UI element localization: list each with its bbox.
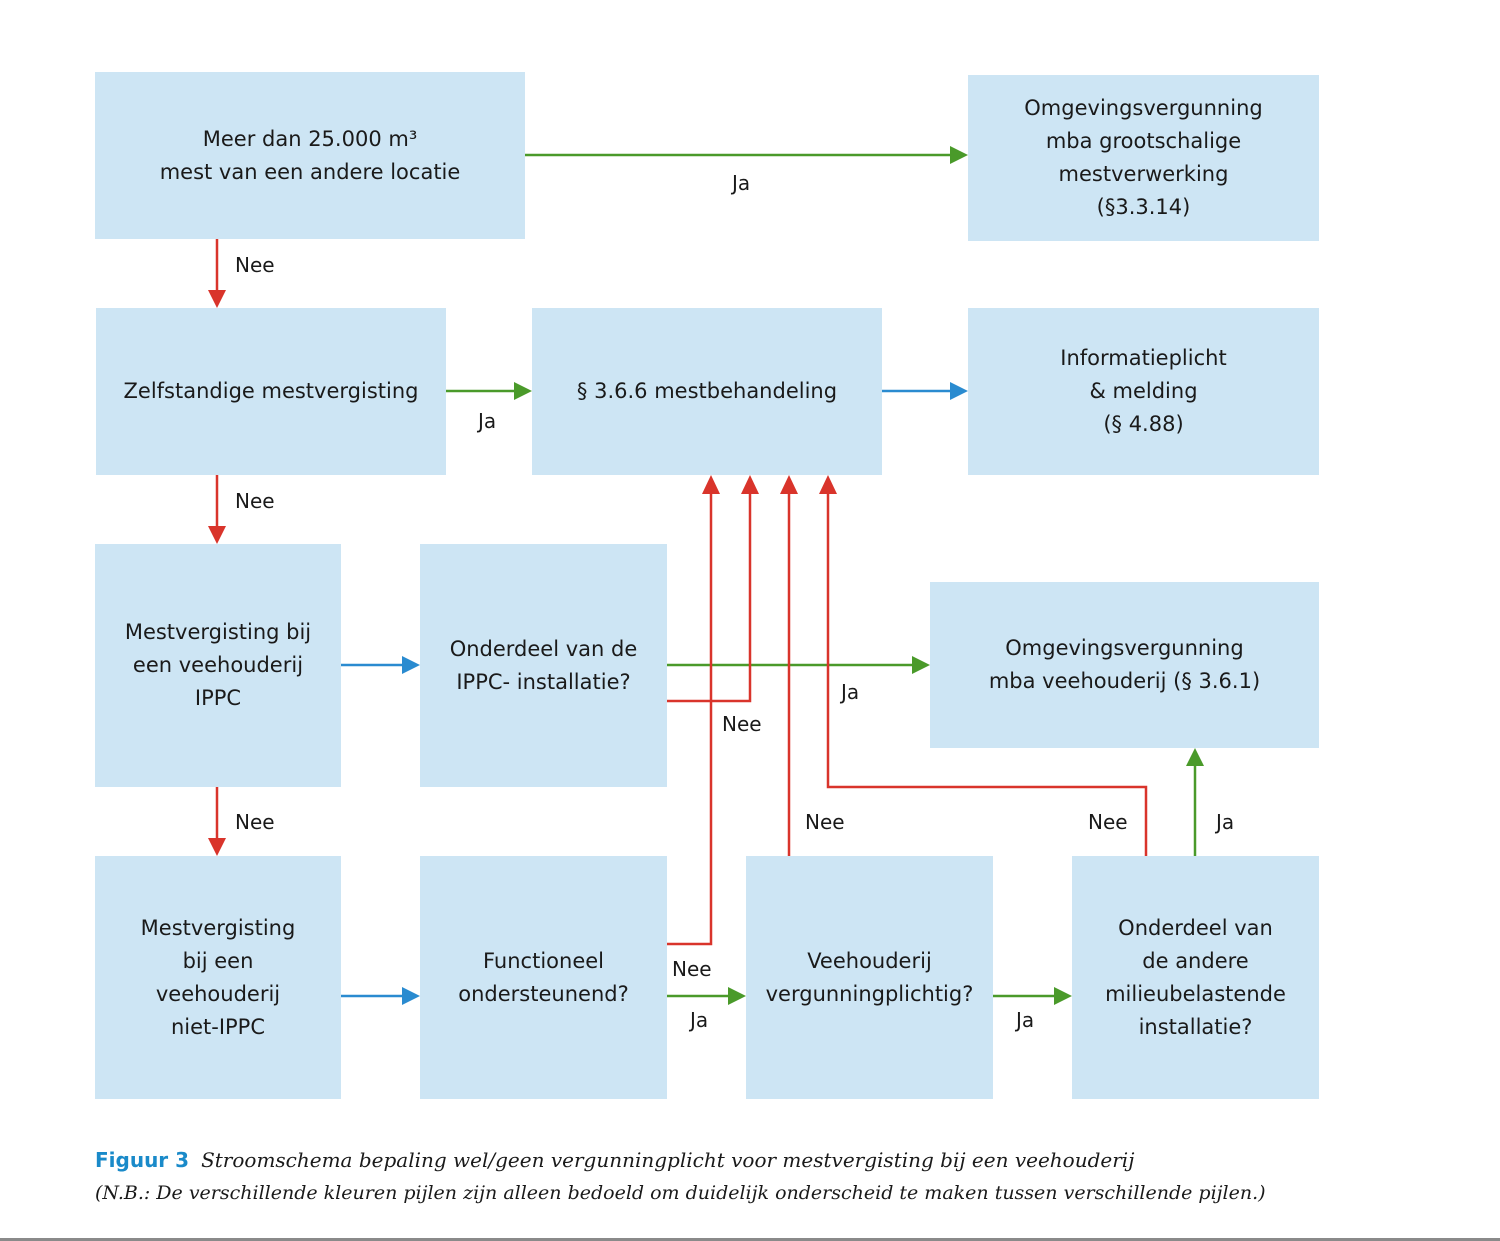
arrowhead bbox=[741, 475, 759, 494]
arrow-onderdeel-andere-nee-up bbox=[826, 490, 1148, 856]
box-functioneel-ondersteunend: Functioneel ondersteunend? bbox=[420, 856, 667, 1099]
figure-number: Figuur 3 bbox=[95, 1148, 190, 1172]
label-nee-2: Nee bbox=[235, 489, 275, 513]
arrowhead bbox=[1054, 987, 1072, 1005]
arrowhead bbox=[728, 987, 746, 1005]
label-ja-top: Ja bbox=[732, 171, 751, 195]
box-meer-dan-25000-m3: Meer dan 25.000 m³ mest van een andere l… bbox=[95, 72, 525, 239]
arrowhead bbox=[1186, 748, 1204, 766]
arrowhead bbox=[514, 382, 532, 400]
box-omgevingsvergunning-grootschalig: Omgevingsvergunning mba grootschalige me… bbox=[968, 75, 1319, 241]
box-mestvergisting-ippc: Mestvergisting bij een veehouderij IPPC bbox=[95, 544, 341, 787]
box-mestvergisting-niet-ippc: Mestvergisting bij een veehouderij niet-… bbox=[95, 856, 341, 1099]
label-nee-onderdeel-andere: Nee bbox=[1088, 810, 1128, 834]
box-informatieplicht: Informatieplicht & melding (§ 4.88) bbox=[968, 308, 1319, 475]
label-ja-onderdeel-ippc: Ja bbox=[841, 680, 860, 704]
label-nee-1: Nee bbox=[235, 253, 275, 277]
arrow-functioneel-nee-up bbox=[667, 490, 713, 946]
figure-caption-line2: (N.B.: De verschillende kleuren pijlen z… bbox=[95, 1182, 1266, 1204]
label-ja-zelfstandige: Ja bbox=[478, 409, 497, 433]
arrowhead bbox=[208, 838, 226, 856]
arrowhead bbox=[950, 382, 968, 400]
box-omgevingsvergunning-veehouderij: Omgevingsvergunning mba veehouderij (§ 3… bbox=[930, 582, 1319, 748]
box-mestbehandeling: § 3.6.6 mestbehandeling bbox=[532, 308, 882, 475]
bottom-rule bbox=[0, 1238, 1500, 1241]
box-zelfstandige-mestvergisting: Zelfstandige mestvergisting bbox=[96, 308, 446, 475]
caption-title: Stroomschema bepaling wel/geen vergunnin… bbox=[201, 1148, 1135, 1172]
arrowhead bbox=[780, 475, 798, 494]
box-onderdeel-andere-installatie: Onderdeel van de andere milieubelastende… bbox=[1072, 856, 1319, 1099]
label-nee-vergunningplichtig: Nee bbox=[805, 810, 845, 834]
arrowhead bbox=[912, 656, 930, 674]
label-ja-functioneel: Ja bbox=[690, 1008, 709, 1032]
label-ja-vergunningplichtig: Ja bbox=[1016, 1008, 1035, 1032]
label-nee-functioneel: Nee bbox=[672, 957, 712, 981]
arrowhead bbox=[702, 475, 720, 494]
arrowhead bbox=[950, 146, 968, 164]
arrowhead bbox=[208, 526, 226, 544]
arrowhead bbox=[402, 656, 420, 674]
box-veehouderij-vergunningplichtig: Veehouderij vergunningplichtig? bbox=[746, 856, 993, 1099]
arrowhead bbox=[208, 290, 226, 308]
arrowhead bbox=[402, 987, 420, 1005]
arrowhead bbox=[819, 475, 837, 494]
label-nee-onderdeel-ippc: Nee bbox=[722, 712, 762, 736]
box-onderdeel-ippc-installatie: Onderdeel van de IPPC- installatie? bbox=[420, 544, 667, 787]
label-ja-onderdeel-andere: Ja bbox=[1216, 810, 1235, 834]
figure-caption-line1: Figuur 3 Stroomschema bepaling wel/geen v… bbox=[95, 1148, 1134, 1172]
arrow-onderdeel-ippc-nee-up bbox=[667, 490, 752, 703]
label-nee-3: Nee bbox=[235, 810, 275, 834]
